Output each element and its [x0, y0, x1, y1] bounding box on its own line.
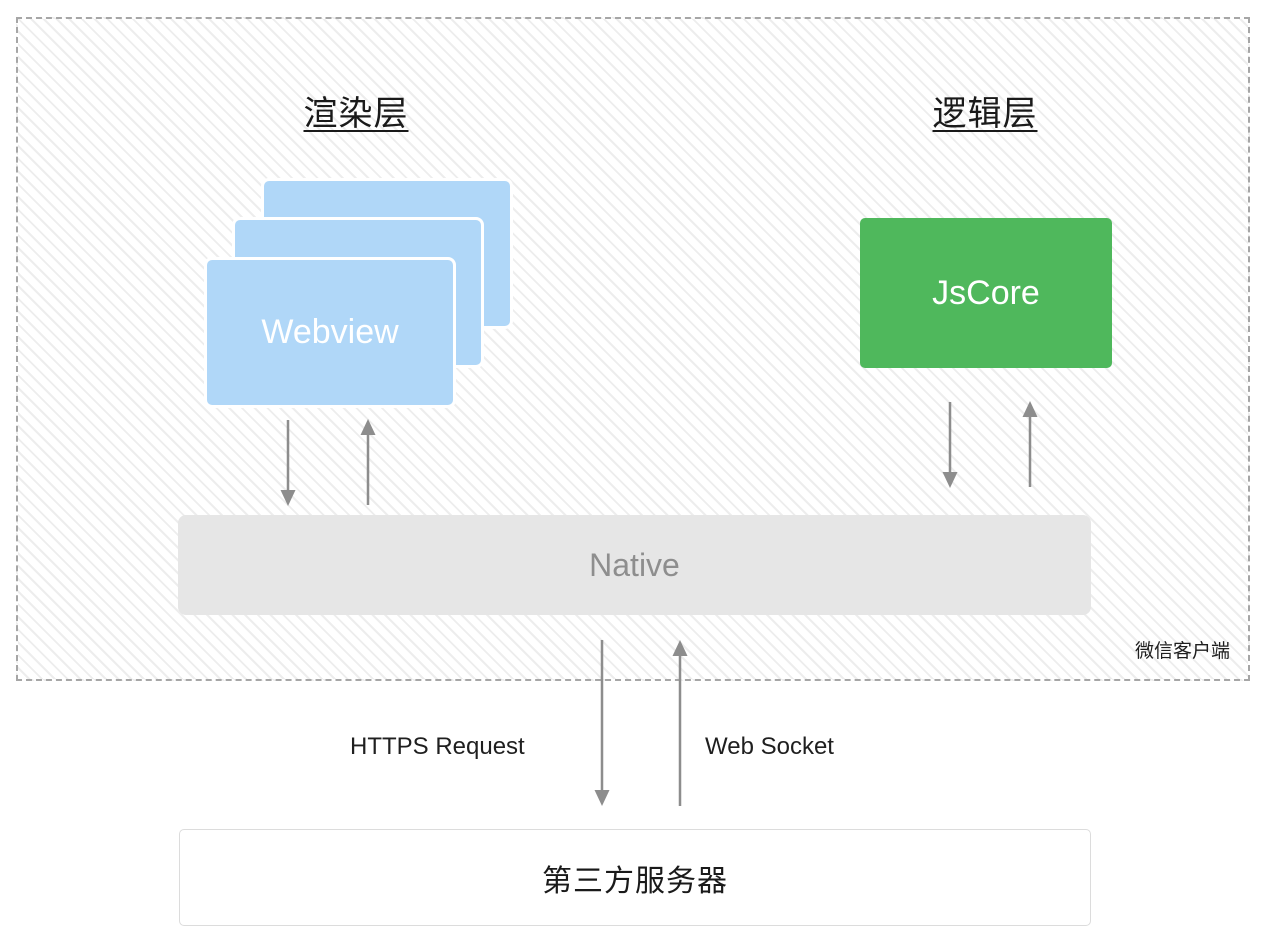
- third-party-server-box: 第三方服务器: [179, 829, 1091, 926]
- wechat-client-container: 渲染层 逻辑层 Webview JsCore Native 微信客户端: [16, 17, 1250, 681]
- wechat-client-label: 微信客户端: [1134, 641, 1230, 662]
- native-label: Native: [589, 546, 680, 583]
- third-party-server-label: 第三方服务器: [542, 864, 728, 898]
- render-layer-title: 渲染层: [303, 95, 409, 133]
- webview-card-front: Webview: [204, 257, 456, 408]
- https-request-label: HTTPS Request: [350, 733, 525, 760]
- webview-label: Webview: [261, 313, 399, 351]
- logic-layer-title: 逻辑层: [932, 95, 1038, 133]
- web-socket-label: Web Socket: [705, 733, 834, 760]
- jscore-box: JsCore: [860, 218, 1112, 368]
- native-bar: Native: [178, 515, 1091, 615]
- jscore-label: JsCore: [932, 273, 1040, 312]
